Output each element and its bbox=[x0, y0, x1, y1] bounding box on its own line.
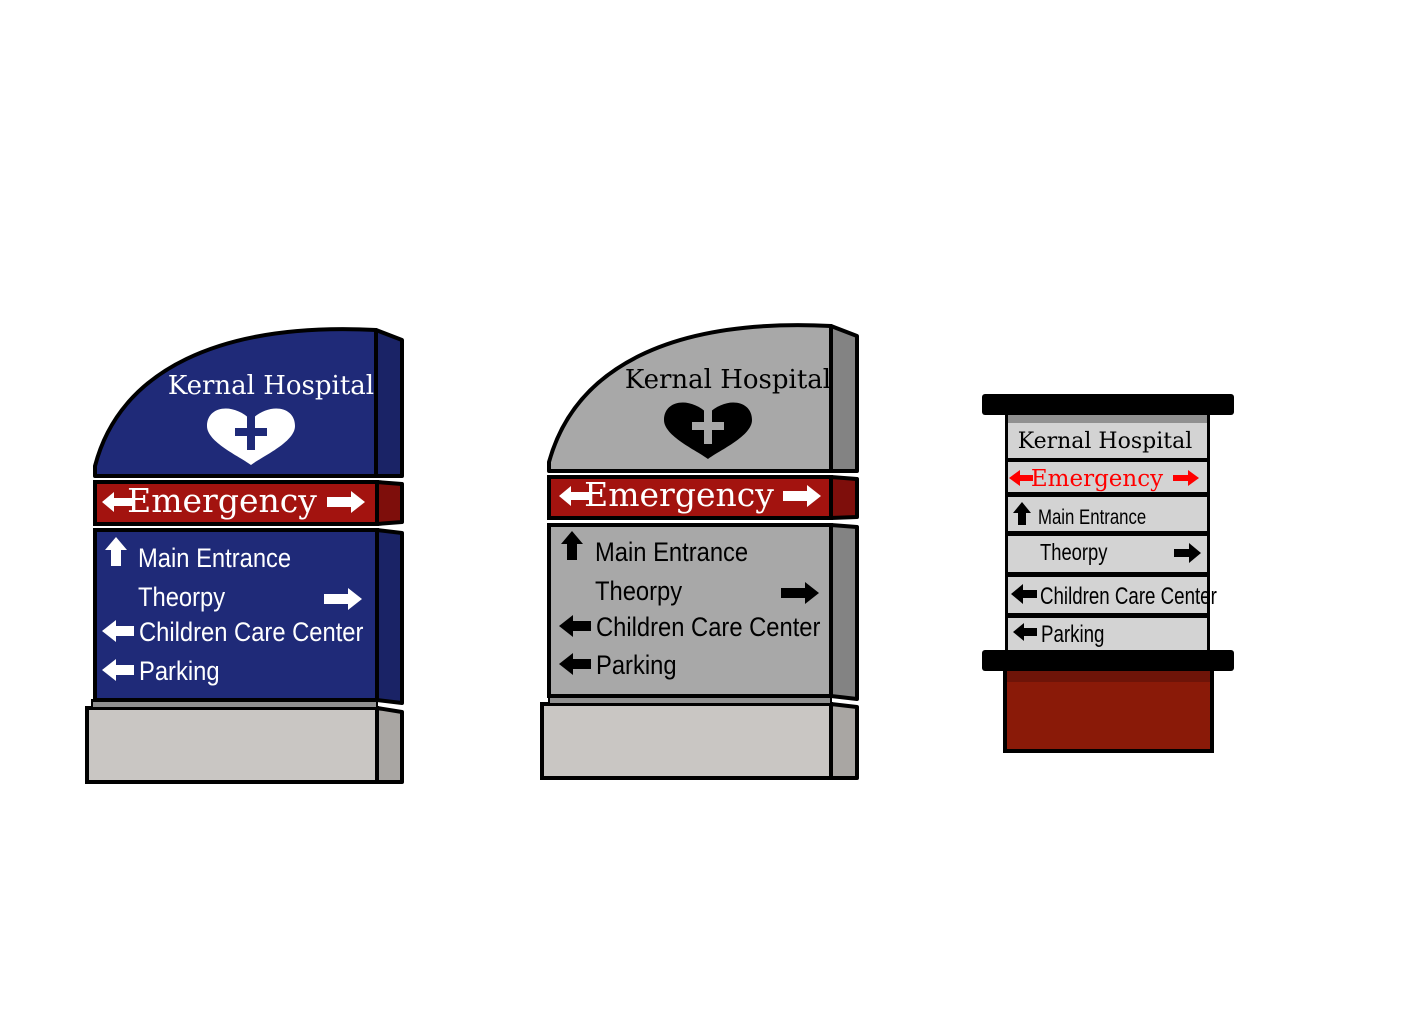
panel-parking bbox=[1008, 618, 1207, 652]
panel-theorpy bbox=[1008, 536, 1207, 572]
direction-theorpy: Theorpy bbox=[1040, 540, 1201, 566]
sign-title: Kernal Hospital bbox=[168, 371, 374, 401]
direction-main-entrance: Main Entrance bbox=[1013, 502, 1146, 530]
panel-title bbox=[1008, 423, 1207, 458]
lower-panel-front bbox=[547, 523, 833, 698]
up-arrow-icon bbox=[561, 531, 583, 560]
direction-label: Main Entrance bbox=[1038, 506, 1146, 529]
left-arrow-icon bbox=[1009, 470, 1033, 486]
panel-children-care-center bbox=[1008, 577, 1207, 613]
direction-theorpy: Theorpy bbox=[138, 583, 362, 613]
direction-main-entrance: Main Entrance bbox=[561, 531, 748, 567]
emergency-band-side bbox=[829, 475, 859, 520]
up-arrow-icon bbox=[1013, 502, 1031, 525]
direction-children-care-center: Children Care Center bbox=[559, 613, 821, 643]
right-arrow-icon bbox=[324, 588, 362, 610]
direction-label: Children Care Center bbox=[1040, 583, 1217, 610]
right-arrow-icon bbox=[327, 491, 365, 513]
direction-parking: Parking bbox=[102, 657, 220, 687]
sign-title: Kernal Hospital bbox=[625, 365, 831, 395]
base-side bbox=[375, 706, 404, 784]
right-arrow-icon bbox=[1174, 543, 1201, 563]
left-arrow-icon bbox=[102, 620, 134, 642]
direction-label: Main Entrance bbox=[595, 538, 748, 568]
emergency-label: Emergency bbox=[1031, 466, 1163, 492]
direction-label: Children Care Center bbox=[596, 613, 821, 643]
left-arrow-icon bbox=[102, 492, 132, 512]
heart-cross-icon bbox=[664, 402, 752, 459]
right-arrow-icon bbox=[781, 582, 819, 604]
direction-label: Children Care Center bbox=[139, 618, 364, 648]
heart-cross-icon bbox=[207, 408, 295, 465]
sign-navy: Kernal Hospital Emergency Main Entrance … bbox=[85, 327, 404, 784]
sign-title: Kernal Hospital bbox=[1018, 429, 1193, 454]
top-panel-front bbox=[93, 327, 378, 478]
base-front bbox=[85, 706, 379, 784]
emergency-label: Emergency bbox=[127, 481, 317, 520]
emergency-band-side bbox=[375, 480, 404, 526]
up-arrow-icon bbox=[105, 537, 127, 566]
left-arrow-icon bbox=[1013, 623, 1037, 641]
direction-label: Parking bbox=[596, 651, 677, 681]
base-side bbox=[829, 702, 859, 780]
direction-label: Main Entrance bbox=[138, 544, 291, 574]
direction-main-entrance: Main Entrance bbox=[105, 537, 291, 573]
left-arrow-icon bbox=[559, 486, 589, 506]
sign-gray: Kernal Hospital Emergency Main Entrance … bbox=[540, 323, 859, 780]
left-arrow-icon bbox=[559, 615, 591, 637]
right-arrow-icon bbox=[1173, 470, 1199, 486]
direction-label: Parking bbox=[1041, 621, 1104, 648]
kiosk-top-cap bbox=[982, 394, 1234, 415]
kiosk-bottom-cap bbox=[982, 650, 1234, 671]
direction-children-care-center: Children Care Center bbox=[102, 618, 364, 648]
direction-theorpy: Theorpy bbox=[595, 577, 819, 607]
panel-main-entrance bbox=[1008, 497, 1207, 531]
direction-children-care-center: Children Care Center bbox=[1011, 583, 1217, 610]
top-panel-front bbox=[547, 323, 833, 473]
lower-panel-side bbox=[375, 528, 404, 705]
direction-label: Theorpy bbox=[138, 583, 225, 613]
direction-label: Parking bbox=[139, 657, 220, 687]
top-panel-side bbox=[829, 324, 859, 473]
sign-kiosk: Kernal Hospital Emergency Main Entrance … bbox=[982, 394, 1234, 753]
left-arrow-icon bbox=[559, 653, 591, 675]
emergency-label: Emergency bbox=[584, 475, 774, 514]
direction-parking: Parking bbox=[1013, 621, 1104, 648]
direction-label: Theorpy bbox=[1040, 540, 1108, 565]
right-arrow-icon bbox=[783, 485, 821, 507]
direction-parking: Parking bbox=[559, 651, 677, 681]
lower-panel-side bbox=[829, 523, 859, 701]
left-arrow-icon bbox=[102, 659, 134, 681]
direction-label: Theorpy bbox=[595, 577, 682, 607]
top-panel-side bbox=[374, 328, 404, 478]
left-arrow-icon bbox=[1011, 584, 1037, 604]
kiosk-base-shadow bbox=[1007, 670, 1210, 682]
base-front bbox=[540, 702, 833, 780]
